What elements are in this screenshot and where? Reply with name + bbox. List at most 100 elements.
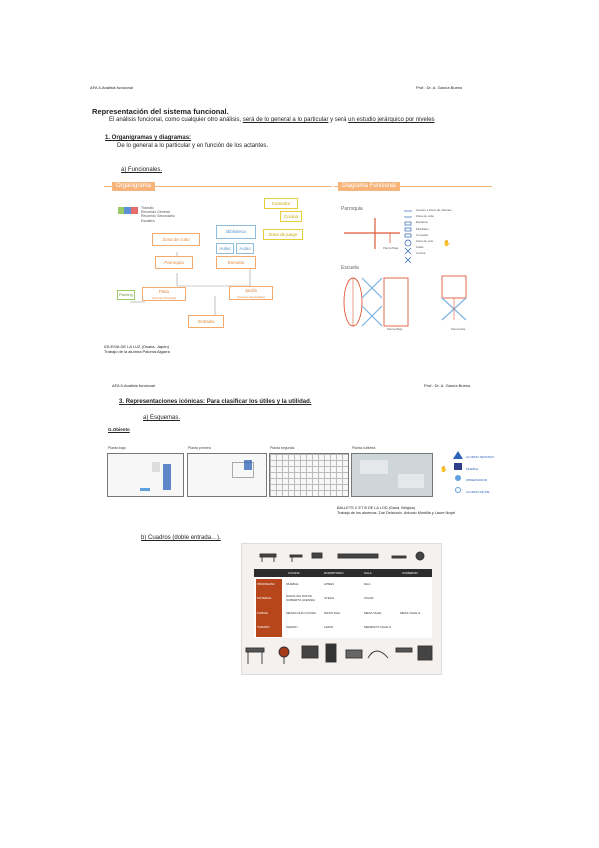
legend-item: ALUMNO DE PIE [466, 489, 490, 494]
node-biblioteca: Biblioteca [216, 225, 256, 239]
diagrama-legend: Acceso a Zona de Infantes Zona de culto … [416, 207, 452, 257]
legend-item: Escalera [416, 220, 428, 225]
table-cell: DADALIGA DATOS CUBIERTO AVENIDA [286, 594, 316, 602]
row-label: FORMA [257, 611, 268, 615]
sub-b-heading: b) Cuadros (doble entrada…). [141, 535, 221, 541]
intro-underline-2: un estudio jerárquico por niveles [348, 117, 435, 123]
table-header-row [254, 569, 432, 577]
intro-prefix: El análisis funcional, como cualquier ot… [109, 117, 243, 123]
plan-segunda [269, 453, 349, 497]
caption-1: IGLESIA DE LA LUZ (Osaka, Japón) Trabajo… [104, 344, 170, 354]
plan-label-2: Planta primera [188, 446, 211, 450]
legend-item: Tránsito [141, 206, 154, 210]
table-cell: CIGAR [364, 596, 374, 600]
caption-2: BALLETS C ET B DE LA LOD (Gand, Bélgica)… [337, 506, 455, 516]
row-label: PROPIEDAD [257, 582, 275, 586]
caption-1-line2: Trabajo de la alumna Paloma Algarra [104, 349, 170, 354]
legend-swatch-red [131, 207, 138, 214]
plan-marker [140, 488, 150, 491]
plan-baja [107, 453, 184, 497]
header-right-1: Prof.: Dr. A. García Bueno [416, 85, 463, 90]
diagrama-legend-icons [404, 210, 412, 264]
table-cell: MATIS DHA [324, 611, 341, 615]
organigrama-line [104, 186, 332, 187]
node-escuela: Escuela [216, 256, 256, 269]
table-cell: MESA TALIE [364, 611, 382, 615]
furniture-top-row [259, 551, 425, 562]
caption-1-line1: IGLESIA DE LA LUZ (Osaka, Japón) [104, 344, 169, 349]
observer-hand-icon: ✋ [440, 467, 448, 473]
diagrama-escuela: Escuela [341, 265, 359, 271]
furniture-bottom-row [245, 643, 433, 664]
item3-text: Representaciones icónicas: Para clasific… [125, 399, 312, 405]
node-aulas-1: Aulas [216, 243, 234, 254]
organigrama-legend: Tránsito Recorrido General Recorrido Sec… [141, 206, 175, 223]
node-entrada: Entrada [188, 315, 224, 328]
node-jardin-label: Jardín [244, 288, 258, 293]
legend-item: Escalera [141, 218, 155, 223]
legend-item: Zona de culto [416, 214, 435, 219]
node-jardin-sub: (Acceso Secundario) [237, 295, 265, 299]
plan-legend-icons [453, 451, 463, 493]
table-cell: STEGA [324, 596, 335, 600]
item3-number: 3. [119, 399, 125, 405]
plan-cubierta [351, 453, 433, 497]
table-header: SALA [364, 571, 372, 575]
legend-item: Aulas [416, 245, 424, 250]
caption-2-line1: BALLETS C ET B DE LA LOD (Gand, Bélgica) [337, 506, 416, 510]
node-comedor: Comedor [264, 198, 298, 209]
node-patio-sub: (Acceso Principal) [151, 296, 177, 300]
table-label-column [256, 579, 282, 637]
node-parking: Parking [117, 290, 135, 300]
sub-a2-heading: a) Esquemas. [143, 415, 181, 421]
table-cell: LIMAN [324, 625, 334, 629]
legend-swatch-blue [124, 207, 131, 214]
header-left-2: AFA II-Análisis funcional [112, 383, 155, 388]
table-header: COMEDOR [402, 571, 418, 575]
node-patio: Patio (Acceso Principal) [142, 287, 186, 301]
legend-item: ALUMNO SENTADO [466, 455, 494, 459]
escuela-diagram [343, 275, 467, 327]
plan-blue-block [244, 460, 252, 470]
node-patio-label: Patio [158, 289, 170, 294]
organigrama-bar: Organigrama [112, 182, 156, 191]
plan-label-3: Planta segunda [270, 446, 295, 450]
diagrama-bar: Diagrama Funcional [338, 182, 400, 191]
plan-roof-area [360, 460, 388, 474]
node-cocina: Cocina [280, 211, 302, 222]
section-title: Representación del sistema funcional. [92, 107, 229, 116]
plan-primera [187, 453, 267, 497]
legend-item: Recorrido Secundario [141, 214, 175, 219]
g-obiento-label: G.Obiento [108, 427, 130, 432]
sub-a-heading: a) Funcionales. [121, 167, 163, 173]
parroquia-diagram [344, 218, 400, 249]
section-intro: El análisis funcional, como cualquier ot… [109, 117, 435, 124]
hand-icon: ✋ [443, 241, 451, 247]
node-parroquia: Parroquia [155, 256, 193, 269]
plan-legend: ALUMNO SENTADO MUEBLE OBSERVADOR ALUMNO … [466, 452, 494, 498]
legend-item: Cocina [416, 251, 426, 256]
table-cell: MUEBLE [286, 582, 299, 586]
table-header: COCINA [288, 571, 300, 575]
table-cell: MESA TALIE N [400, 611, 421, 615]
header-left-1: AFA II-Análisis funcional [90, 85, 133, 90]
legend-item: Zona de ocio [416, 239, 434, 244]
caption-2-line2: Trabajo de los alumnos: Zoé Delacroix, A… [337, 511, 456, 515]
node-zona-culto: Zona de culto [152, 233, 200, 246]
diagrama-planta-baja-2: Planta Baja [387, 327, 403, 331]
table-cell: MEMENTO TALIE N [364, 625, 392, 629]
intro-mid: y será [328, 117, 349, 123]
diagrama-parroquia: Parroquia [341, 206, 363, 212]
legend-item: OBSERVADOR [466, 478, 487, 482]
legend-item: Mobiliario [416, 226, 429, 231]
item1-heading: 1. Organigramas y diagramas: [105, 135, 192, 141]
table-cell: APRES [324, 582, 335, 586]
diagrama-planta-baja-1: Planta Baja [383, 246, 399, 250]
node-jardin: Jardín (Acceso Secundario) [229, 286, 273, 300]
table-cell: DHA [364, 582, 371, 586]
data-table: COCINA DORMITORIO SALA COMEDOR PROPIEDAD… [254, 569, 432, 638]
item3-heading: 3. Representaciones icónicas: Para clasi… [119, 399, 311, 406]
legend-item: Acceso a Zona de Infantes [416, 208, 452, 212]
row-label: TAMAÑO [257, 625, 270, 629]
intro-underline-1: será de lo general a lo particular [242, 117, 329, 123]
